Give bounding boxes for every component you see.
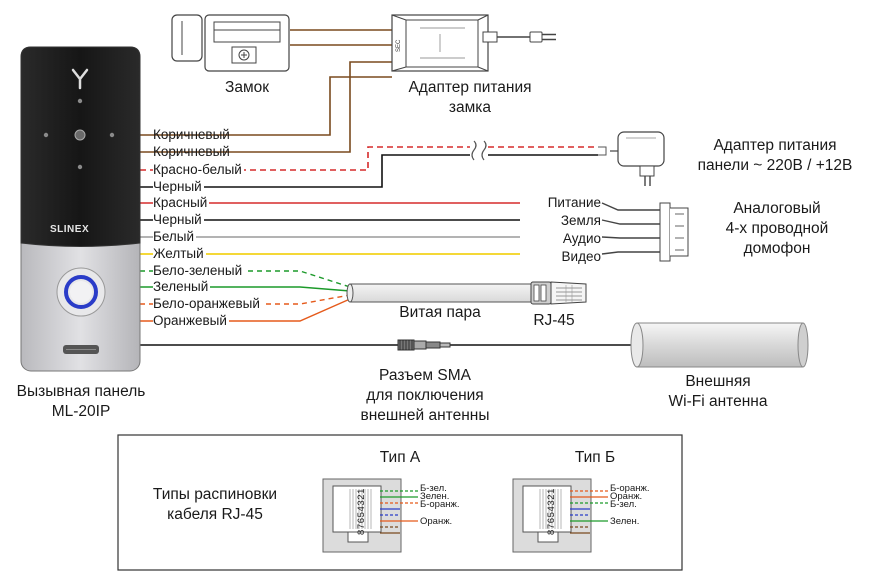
terminal-wire-1 [601,202,660,211]
terminal-label-video: Видео [561,249,601,264]
cable-end-left [346,283,354,303]
wire-label-white-green: Бело-зеленый [153,263,245,278]
type-a-title: Тип А [379,449,421,466]
terminal-wire-2 [601,219,660,225]
wire-break-mark [471,140,487,161]
type-a-pin-numbers: 87654321 [356,488,367,535]
lock-adapter-device [391,14,556,72]
wire-label-orange: Оранжевый [153,313,229,328]
rj45-plug [530,281,587,305]
type-a-label-4: Оранж. [420,516,453,527]
type-b-title: Тип Б [574,449,616,466]
type-b-label-1: Б-оранж. [610,483,650,494]
type-a-label-2: Зелен. [420,491,450,502]
panel-adapter-label-line1: Адаптер питания [713,137,837,154]
rj45-label: RJ-45 [533,312,575,329]
intercom-label: Аналоговый 4-х проводной домофон [697,199,857,259]
lock-adapter-label: Адаптер питания замка [370,78,570,118]
terminal-label-ground: Земля [560,213,601,228]
terminal-label-power: Питание [547,195,601,210]
lock-adapter-label-line1: Адаптер питания [408,79,532,96]
sma-label-line2: для поключения [366,387,484,404]
panel-caption: Вызывная панель ML-20IP [6,382,156,422]
panel-adapter-device [610,131,665,186]
wire-label-red-white: Красно-белый [153,162,244,177]
wire-label-white-orange: Бело-оранжевый [153,296,262,311]
pinout-title-line1: Типы распиновки [152,486,278,503]
wire-label-black-2: Черный [153,212,204,227]
wire-label-yellow: Желтый [153,246,206,261]
type-b-label-4: Зелен. [610,516,640,527]
intercom-label-line2: 4-х проводной [725,220,829,237]
panel-caption-line1: Вызывная панель [16,383,146,400]
lock-adapter-label-line2: замка [448,99,492,116]
twisted-pair-label: Витая пара [399,304,481,321]
wifi-label-line1: Внешняя [685,373,751,390]
type-a-label-1: Б-зел. [420,483,447,494]
wire-black-1 [140,154,470,188]
intercom-connector [659,202,689,262]
wire-label-green: Зеленый [153,279,211,294]
terminal-label-audio: Аудио [562,231,601,246]
call-panel [20,46,141,372]
socket-type-a [322,478,402,553]
pinout-title-line2: кабеля RJ-45 [167,506,263,523]
terminal-wire-3 [601,236,660,239]
wire-label-white: Белый [153,229,197,244]
pinout-title: Типы распиновки кабеля RJ-45 [130,485,300,525]
panel-caption-line2: ML-20IP [51,403,111,420]
wire-label-brown-1: Коричневый [153,127,230,142]
panel-adapter-label: Адаптер питания панели ~ 220В / +12В [670,136,880,176]
panel-brand: SLINEX [50,224,90,235]
sma-label-line1: Разъем SMA [379,367,471,384]
wire-white-orange [140,294,351,305]
wifi-antenna [630,322,809,368]
camera-icon [74,129,86,141]
brand-logo-icon [71,68,89,90]
wifi-label: Внешняя Wi-Fi антенна [628,372,808,412]
wire-brown-2 [140,61,392,153]
type-b-pin-numbers: 87654321 [546,488,557,535]
sma-connector [397,339,451,351]
wire-label-black-1: Черный [153,179,204,194]
wire-label-red: Красный [153,195,210,210]
lock-label: Замок [224,79,270,96]
lock-device [171,14,290,72]
twisted-pair-cable [349,283,533,303]
wire-label-brown-2: Коричневый [153,144,230,159]
sma-label-line3: внешней антенны [360,407,490,424]
type-a-label-3: Б-оранж. [420,499,460,510]
adapter-cable [598,146,607,156]
type-b-label-3: Б-зел. [610,499,637,510]
terminal-wire-4 [601,251,660,255]
panel-adapter-label-line2: панели ~ 220В / +12В [697,157,853,174]
wire-red-white [140,146,470,171]
intercom-label-line3: домофон [743,240,811,257]
sma-label: Разъем SMA для поключения внешней антенн… [335,366,515,426]
type-b-label-2: Оранж. [610,491,643,502]
wire-brown-1 [140,76,392,136]
wifi-label-line2: Wi-Fi антенна [668,393,768,410]
intercom-label-line1: Аналоговый [733,200,821,217]
lock-adapter-side-mark: SEC [396,39,402,52]
